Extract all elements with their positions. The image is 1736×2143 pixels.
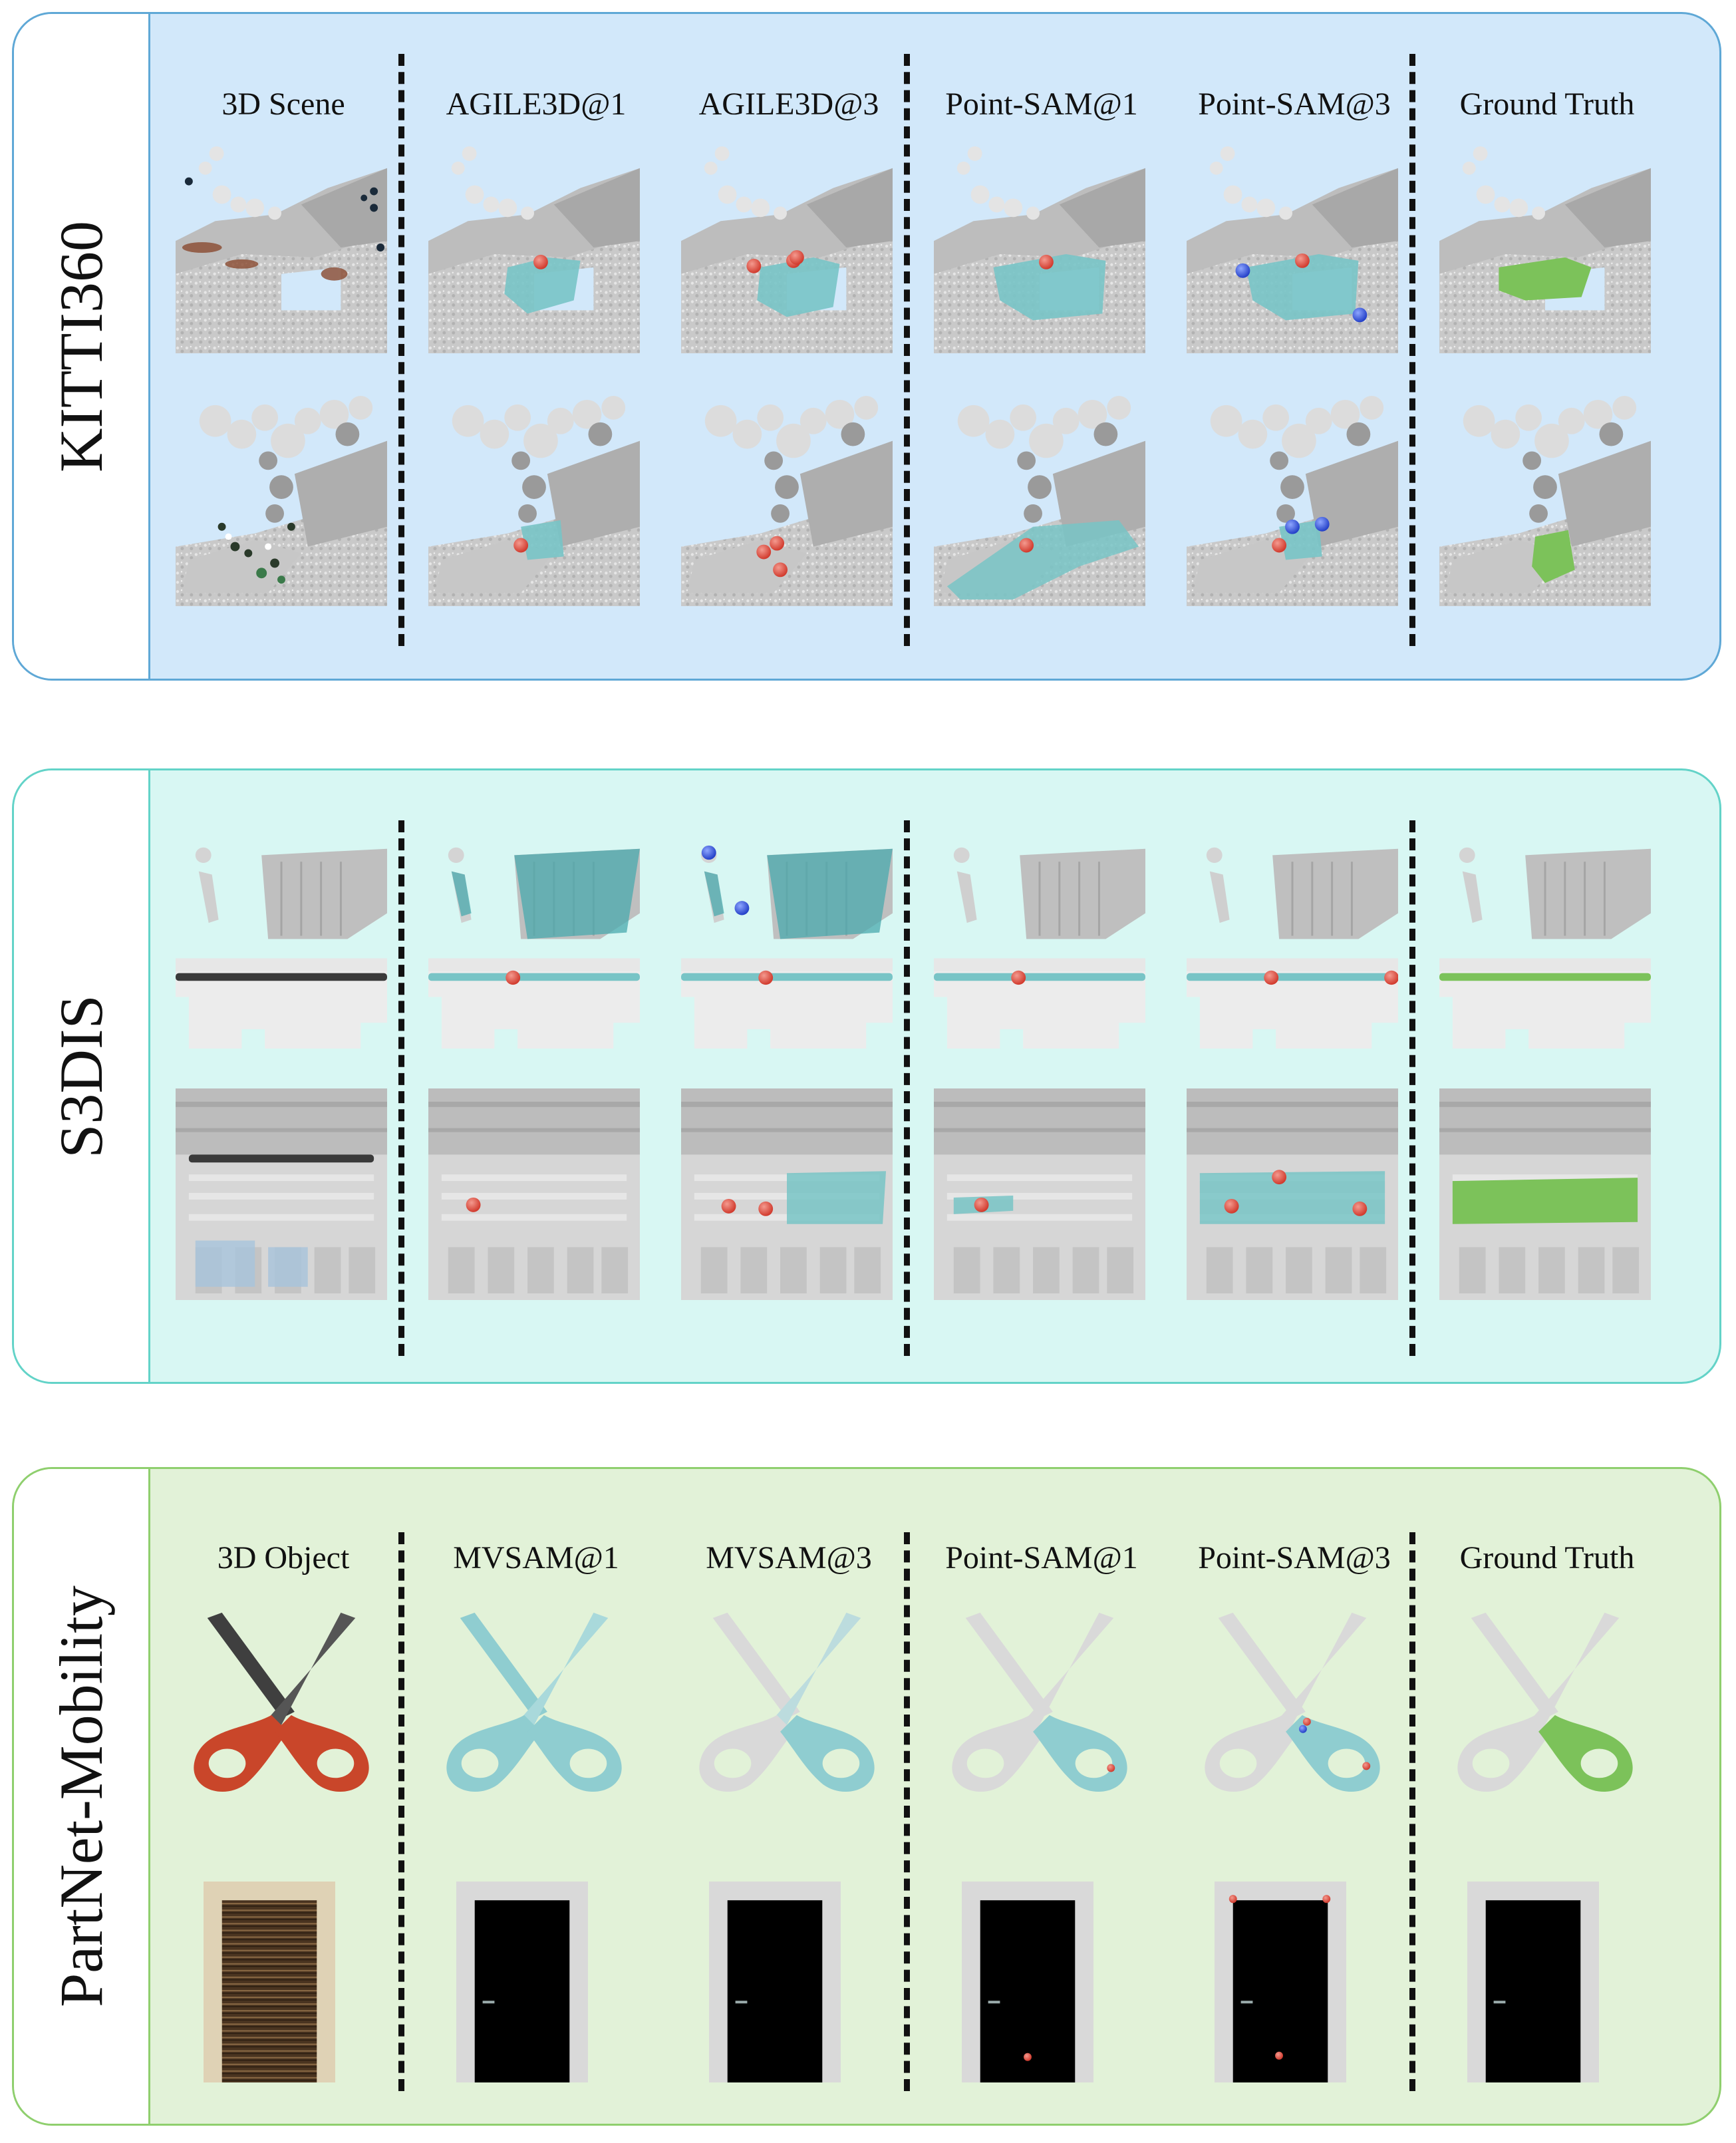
kitti360-col-header-3: AGILE3D@3 — [698, 86, 879, 122]
scissors-object-image — [182, 1605, 380, 1805]
partnet-label: PartNet-Mobility — [47, 1585, 115, 2007]
s3dis-row2-agile3d3-image — [681, 1088, 893, 1300]
kitti-row1-scene-image — [176, 142, 387, 353]
partnet-col-header-1: 3D Object — [217, 1540, 350, 1575]
partnet-col-header-3: MVSAM@3 — [706, 1540, 872, 1575]
s3dis-row1-agile3d3-image — [681, 842, 893, 1049]
kitti360-col-header-1: 3D Scene — [221, 86, 345, 122]
partnet-col-header-5: Point-SAM@3 — [1198, 1540, 1391, 1575]
kitti-row2-pointsam3-image — [1187, 395, 1398, 606]
s3dis-row1-agile3d1-image — [428, 842, 640, 1049]
s3dis-row2-pointsam1-image — [934, 1088, 1145, 1300]
s3dis-row2-scene-image — [176, 1088, 387, 1300]
column-divider — [904, 820, 910, 1356]
s3dis-row1-groundtruth-image — [1439, 842, 1651, 1049]
s3dis-label: S3DIS — [47, 994, 115, 1158]
kitti-row2-groundtruth-image — [1439, 395, 1651, 606]
s3dis-content — [150, 770, 1719, 1382]
scissors-mvsam1-image — [435, 1605, 633, 1805]
column-divider — [1409, 54, 1415, 646]
kitti-row2-pointsam1-image — [934, 395, 1145, 606]
scissors-pointsam3-image — [1193, 1605, 1391, 1805]
kitti-row1-agile3d1-image — [428, 142, 640, 353]
partnet-content: 3D Object MVSAM@1 MVSAM@3 Point-SAM@1 Po… — [150, 1469, 1719, 2124]
door-pointsam3-image — [1215, 1882, 1346, 2082]
kitti-row1-groundtruth-image — [1439, 142, 1651, 353]
kitti360-col-header-4: Point-SAM@1 — [945, 86, 1138, 122]
column-divider — [1409, 1532, 1415, 2091]
kitti360-col-header-2: AGILE3D@1 — [446, 86, 627, 122]
door-mvsam1-image — [456, 1882, 588, 2082]
column-divider — [1409, 820, 1415, 1356]
door-pointsam1-image — [962, 1882, 1093, 2082]
kitti360-panel: KITTI360 3D Scene AGILE3D@1 AGILE3D@3 Po… — [12, 12, 1721, 681]
kitti360-sidebar: KITTI360 — [14, 14, 150, 679]
s3dis-sidebar: S3DIS — [14, 770, 150, 1382]
partnet-sidebar: PartNet-Mobility — [14, 1469, 150, 2124]
kitti-row2-agile3d3-image — [681, 395, 893, 606]
scissors-groundtruth-image — [1446, 1605, 1644, 1805]
s3dis-row2-groundtruth-image — [1439, 1088, 1651, 1300]
s3dis-row1-scene-image — [176, 842, 387, 1049]
s3dis-panel: S3DIS — [12, 768, 1721, 1384]
partnet-panel: PartNet-Mobility 3D Object MVSAM@1 MVSAM… — [12, 1467, 1721, 2126]
partnet-col-header-4: Point-SAM@1 — [945, 1540, 1138, 1575]
scissors-pointsam1-image — [940, 1605, 1139, 1805]
partnet-col-header-6: Ground Truth — [1459, 1540, 1635, 1575]
s3dis-row2-pointsam3-image — [1187, 1088, 1398, 1300]
column-divider — [904, 1532, 910, 2091]
partnet-col-header-2: MVSAM@1 — [453, 1540, 619, 1575]
kitti-row1-agile3d3-image — [681, 142, 893, 353]
column-divider — [398, 54, 404, 646]
kitti-row2-agile3d1-image — [428, 395, 640, 606]
column-divider — [904, 54, 910, 646]
kitti360-content: 3D Scene AGILE3D@1 AGILE3D@3 Point-SAM@1… — [150, 14, 1719, 679]
scissors-mvsam3-image — [688, 1605, 886, 1805]
s3dis-row1-pointsam1-image — [934, 842, 1145, 1049]
column-divider — [398, 820, 404, 1356]
door-mvsam3-image — [709, 1882, 841, 2082]
kitti-row1-pointsam1-image — [934, 142, 1145, 353]
kitti360-col-header-6: Ground Truth — [1459, 86, 1635, 122]
door-object-image — [204, 1882, 335, 2082]
kitti-row2-scene-image — [176, 395, 387, 606]
kitti360-label: KITTI360 — [47, 220, 115, 472]
kitti-row1-pointsam3-image — [1187, 142, 1398, 353]
s3dis-row1-pointsam3-image — [1187, 842, 1398, 1049]
column-divider — [398, 1532, 404, 2091]
s3dis-row2-agile3d1-image — [428, 1088, 640, 1300]
door-groundtruth-image — [1467, 1882, 1599, 2082]
kitti360-col-header-5: Point-SAM@3 — [1198, 86, 1391, 122]
